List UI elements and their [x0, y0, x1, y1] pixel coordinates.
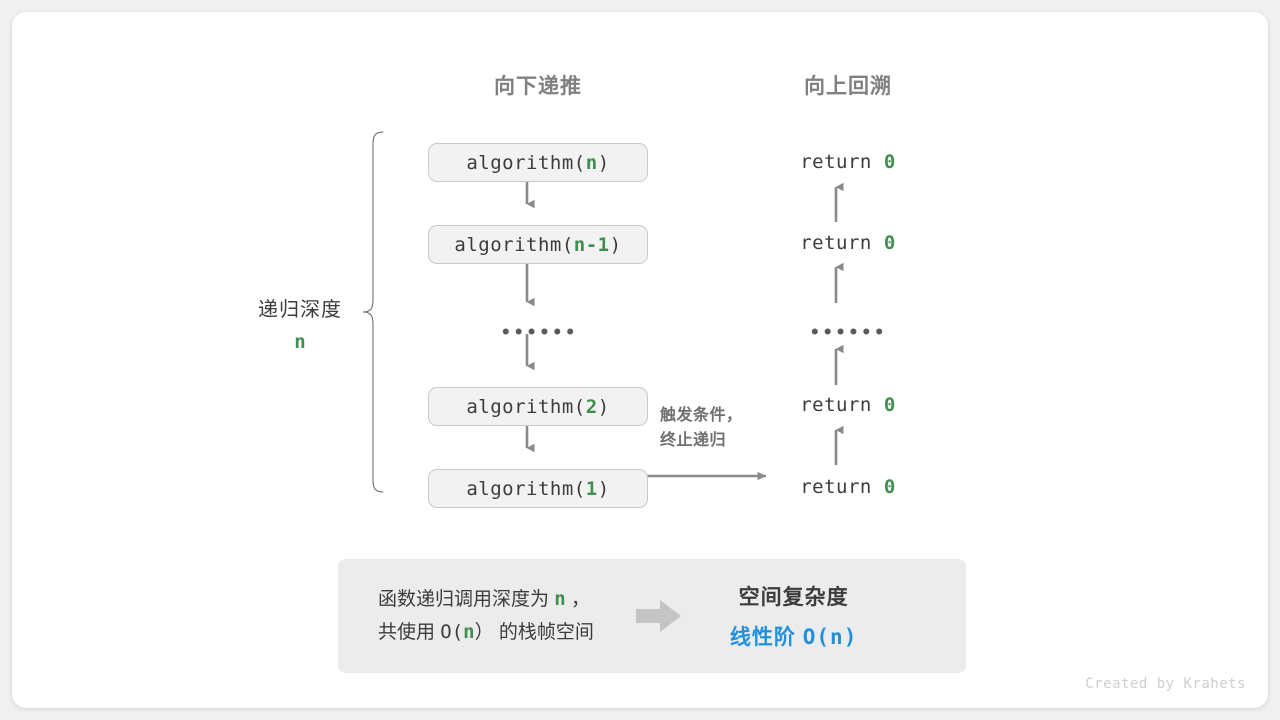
summary-line1-text-a: 函数递归调用深度为 [378, 588, 555, 610]
call-prefix: algorithm( [454, 233, 574, 256]
call-suffix: ) [597, 477, 610, 500]
ellipsis-right: •••••• [809, 323, 887, 343]
return-label-2: return 0 [800, 232, 896, 254]
return-value: 0 [883, 232, 896, 254]
credit-text: Created by Krahets [1085, 676, 1246, 692]
implies-arrow-icon [635, 600, 681, 632]
call-box-1: algorithm(1) [428, 469, 648, 508]
call-prefix: algorithm( [466, 395, 586, 418]
summary-line1-text-b: ， [565, 588, 591, 610]
call-box-n-minus-1: algorithm(n-1) [428, 225, 648, 264]
return-keyword: return [800, 394, 884, 416]
return-value: 0 [883, 394, 896, 416]
header-downward-recursion: 向下递推 [494, 75, 582, 98]
space-complexity-bigo: O(n) [802, 625, 858, 649]
space-complexity-value: 线性阶 O(n) [730, 621, 857, 651]
call-box-n: algorithm(n) [428, 143, 648, 182]
summary-line2-bigo-open: O( [440, 621, 464, 643]
return-label-4: return 0 [800, 476, 896, 498]
recursion-depth-value: n [294, 331, 306, 353]
call-suffix: ) [609, 233, 622, 256]
call-prefix: algorithm( [466, 477, 586, 500]
call-arg: n-1 [573, 233, 610, 256]
return-keyword: return [800, 476, 884, 498]
return-label-1: return 0 [800, 151, 896, 173]
space-complexity-order: 线性阶 [729, 626, 803, 649]
recursion-depth-label: 递归深度 n [258, 293, 342, 353]
call-suffix: ) [597, 151, 610, 174]
summary-description: 函数递归调用深度为 n ， 共使用 O(n） 的栈帧空间 [378, 583, 594, 650]
recursion-depth-text: 递归深度 [258, 299, 342, 321]
complexity-summary-panel: 函数递归调用深度为 n ， 共使用 O(n） 的栈帧空间 空间复杂度 线性阶 O… [338, 559, 966, 673]
return-label-3: return 0 [800, 394, 896, 416]
summary-line2-text-a: 共使用 [378, 622, 441, 643]
base-case-note-line2: 终止递归 [660, 431, 727, 449]
summary-line2-n: n [463, 621, 475, 643]
summary-line2-text-b: 的栈帧空间 [493, 622, 594, 643]
summary-line-2: 共使用 O(n） 的栈帧空间 [378, 616, 594, 649]
call-suffix: ) [597, 395, 610, 418]
return-value: 0 [883, 476, 896, 498]
call-box-2: algorithm(2) [428, 387, 648, 426]
summary-line-1: 函数递归调用深度为 n ， [378, 583, 594, 616]
call-arg: 2 [585, 395, 598, 418]
summary-line2-bigo-close: ） [474, 622, 494, 643]
return-keyword: return [800, 232, 884, 254]
base-case-note: 触发条件， 终止递归 [660, 404, 743, 454]
summary-line1-n: n [554, 587, 566, 610]
header-upward-backtrack: 向上回溯 [804, 75, 892, 98]
depth-brace [362, 131, 384, 493]
diagram-card: 向下递推 向上回溯 algorithm(n) algorithm(n-1) al… [12, 12, 1268, 708]
base-case-note-line1: 触发条件， [660, 407, 743, 424]
call-prefix: algorithm( [466, 151, 586, 174]
space-complexity-title: 空间复杂度 [738, 586, 849, 609]
return-value: 0 [883, 151, 896, 173]
ellipsis-left: •••••• [500, 323, 578, 343]
call-arg: n [585, 151, 598, 174]
call-arg: 1 [585, 477, 598, 500]
return-keyword: return [800, 151, 884, 173]
summary-result: 空间复杂度 线性阶 O(n) [730, 581, 857, 651]
